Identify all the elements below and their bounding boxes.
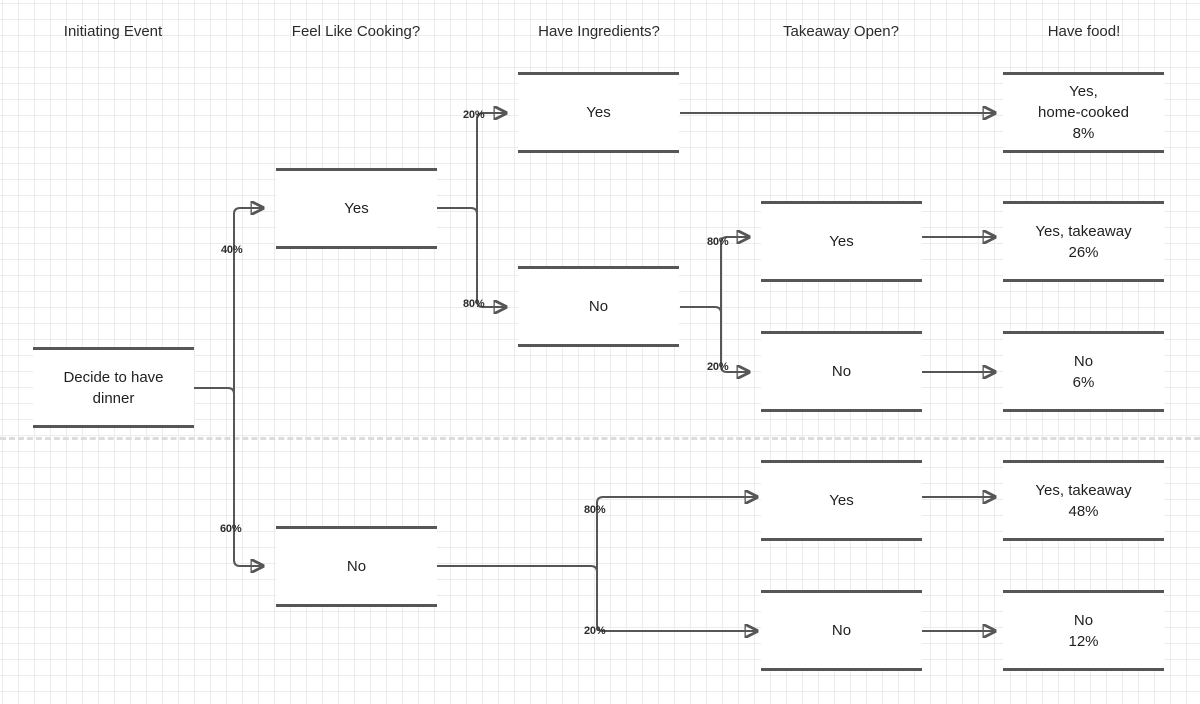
column-header-takeaway-open: Takeaway Open?	[783, 23, 899, 41]
page-break-line	[0, 437, 1200, 440]
edge-label-text: 40%	[221, 244, 243, 256]
node-label: Decide to have dinner	[63, 368, 164, 407]
edge-label-text: 20%	[707, 361, 729, 373]
node-takeaway-open-yes-bottom[interactable]: Yes	[761, 460, 922, 541]
node-label: Yes	[586, 104, 611, 121]
edge-label-text: 20%	[463, 109, 485, 121]
column-header-label: Initiating Event	[63, 23, 163, 40]
node-root[interactable]: Decide to have dinner	[33, 347, 194, 428]
wire-split-to-cook-yes	[233, 208, 263, 388]
wire-cook-yes-to-split	[437, 207, 478, 215]
edge-label-cook-no-60: 60%	[220, 523, 242, 535]
wire-split-to-cook-no	[233, 388, 263, 566]
node-label: No	[346, 558, 367, 575]
column-header-label: Have food!	[1047, 23, 1121, 40]
node-label: Yes	[829, 492, 854, 509]
wire-split4-to-takeaway-no	[596, 566, 757, 631]
column-header-initiating-event: Initiating Event	[64, 23, 162, 41]
node-label: No 6%	[1072, 352, 1095, 391]
node-takeaway-open-yes-top[interactable]: Yes	[761, 201, 922, 282]
edge-label-text: 80%	[584, 504, 606, 516]
node-feel-like-cooking-no[interactable]: No	[276, 526, 437, 607]
node-outcome-home-cooked[interactable]: Yes, home-cooked 8%	[1003, 72, 1164, 153]
wire-split4-to-takeaway-yes	[596, 497, 757, 566]
column-header-have-ingredients: Have Ingredients?	[538, 23, 660, 41]
node-label: Yes, takeaway 48%	[1035, 481, 1132, 520]
node-label: Yes, home-cooked 8%	[1038, 83, 1129, 142]
column-header-have-food: Have food!	[1048, 23, 1121, 41]
edge-label-ing-no-80: 80%	[463, 298, 485, 310]
node-label: No	[831, 622, 852, 639]
edge-label-text: 20%	[584, 625, 606, 637]
edge-label-takeaway-top-yes-80: 80%	[707, 236, 729, 248]
edge-label-takeaway-bot-no-20: 20%	[584, 625, 606, 637]
node-takeaway-open-no-bottom[interactable]: No	[761, 590, 922, 671]
node-label: Yes, takeaway 26%	[1035, 222, 1132, 261]
node-takeaway-open-no-top[interactable]: No	[761, 331, 922, 412]
edge-label-text: 80%	[707, 236, 729, 248]
node-label: Yes	[344, 200, 369, 217]
node-have-ingredients-no[interactable]: No	[518, 266, 679, 347]
column-header-label: Takeaway Open?	[783, 23, 899, 40]
edge-label-ing-yes-20: 20%	[463, 109, 485, 121]
edge-label-text: 60%	[220, 523, 242, 535]
wire-split2-to-ing-no	[476, 208, 506, 307]
column-header-label: Feel Like Cooking?	[291, 23, 421, 40]
wire-root-to-split	[194, 387, 235, 395]
column-header-feel-like-cooking: Feel Like Cooking?	[292, 23, 420, 41]
node-outcome-takeaway-48[interactable]: Yes, takeaway 48%	[1003, 460, 1164, 541]
node-feel-like-cooking-yes[interactable]: Yes	[276, 168, 437, 249]
node-outcome-no-12[interactable]: No 12%	[1003, 590, 1164, 671]
node-outcome-no-6[interactable]: No 6%	[1003, 331, 1164, 412]
edge-label-cook-yes-40: 40%	[221, 244, 243, 256]
edge-label-text: 80%	[463, 298, 485, 310]
node-label: Yes	[829, 233, 854, 250]
node-label: No 12%	[1068, 611, 1099, 650]
column-header-label: Have Ingredients?	[538, 23, 660, 40]
node-outcome-takeaway-26[interactable]: Yes, takeaway 26%	[1003, 201, 1164, 282]
wire-split2-to-ing-yes	[476, 113, 506, 208]
node-label: No	[831, 363, 852, 380]
edge-label-takeaway-bot-yes-80: 80%	[584, 504, 606, 516]
node-label: No	[588, 298, 609, 315]
wire-cook-no-to-split	[437, 565, 598, 573]
node-have-ingredients-yes[interactable]: Yes	[518, 72, 679, 153]
wire-ing-no-to-split	[680, 306, 722, 314]
edge-label-takeaway-top-no-20: 20%	[707, 361, 729, 373]
